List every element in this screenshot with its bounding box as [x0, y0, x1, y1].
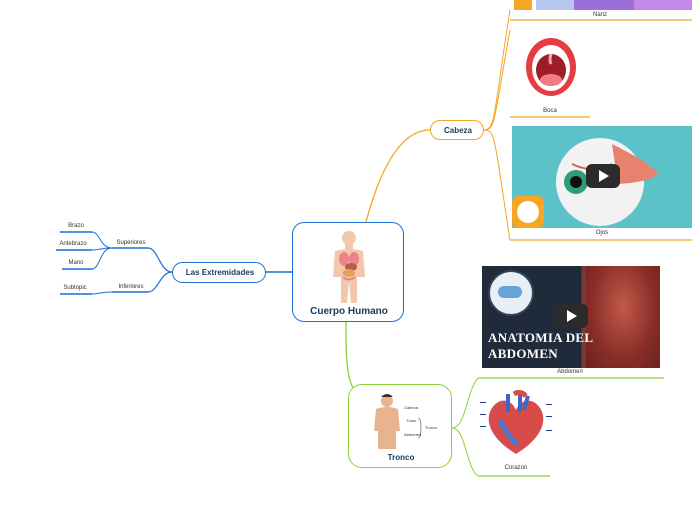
torso-bracket	[417, 417, 422, 439]
torso-label-tronco: Tronco	[425, 425, 438, 430]
channel-logo-icon	[512, 196, 544, 228]
video-title-line2: ABDOMEN	[488, 346, 558, 361]
torso-illustration	[374, 394, 400, 449]
ojos-label[interactable]: Ojos	[595, 230, 609, 236]
nariz-label[interactable]: Nariz	[592, 12, 607, 18]
superiores-label[interactable]: Superiores	[116, 240, 146, 246]
cabeza-label: Cabeza	[443, 126, 472, 135]
play-button-icon[interactable]	[554, 304, 588, 328]
mano-label[interactable]: Mano	[68, 260, 84, 266]
extremidades-label: Las Extremidades	[185, 268, 255, 277]
boca-label[interactable]: Boca	[543, 108, 557, 114]
video-title-line1: ANATOMIA DEL	[488, 330, 594, 345]
tronco-node[interactable]: Cabeza Tórax Abdomen Tronco Tronco	[348, 384, 452, 468]
brazo-label[interactable]: Brazo	[68, 223, 84, 229]
torso-label-torax: Tórax	[406, 418, 417, 423]
subtopic-label[interactable]: Subtopic	[63, 285, 87, 291]
torso-label-abdomen: Abdomen	[404, 432, 422, 437]
central-node[interactable]: Cuerpo Humano	[292, 222, 404, 322]
corazon-image	[480, 390, 552, 454]
abdomen-label[interactable]: Abdomen	[557, 369, 583, 375]
muscle-figure	[586, 266, 660, 368]
inferiores-label[interactable]: Inferiores	[118, 284, 144, 290]
tronco-label: Tronco	[387, 453, 415, 462]
extremidades-node[interactable]: Las Extremidades	[172, 262, 266, 283]
ojos-video[interactable]	[512, 126, 692, 228]
play-button-icon[interactable]	[586, 164, 620, 188]
brand-logo-icon	[488, 270, 534, 316]
antebrazo-label[interactable]: Antebrazo	[59, 241, 87, 247]
nariz-image	[514, 0, 692, 10]
central-label: Cuerpo Humano	[310, 306, 388, 317]
boca-image	[526, 38, 576, 96]
corazon-label[interactable]: Corazon	[504, 465, 528, 471]
cabeza-node[interactable]: Cabeza	[430, 120, 484, 140]
torso-label-cabeza: Cabeza	[404, 405, 418, 410]
human-body-illustration	[333, 231, 365, 303]
abdomen-video[interactable]: ANATOMIA DEL ABDOMEN	[482, 266, 660, 368]
